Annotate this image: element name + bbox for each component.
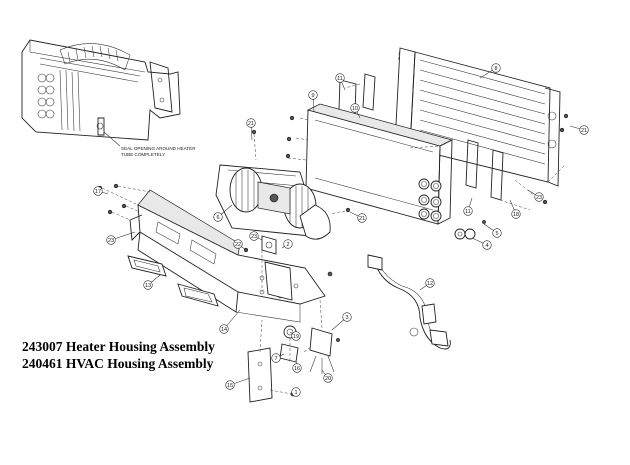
- callout-label: 4: [485, 243, 488, 249]
- callout-label: 11: [465, 209, 471, 215]
- inset-note-line-2: TUBE COMPLETELY: [121, 152, 165, 157]
- callout-label: 13: [145, 283, 151, 289]
- wiring-harness: [367, 254, 451, 350]
- title-block: 243007 Heater Housing Assembly 240461 HV…: [22, 338, 215, 372]
- callout-21: 21: [349, 211, 367, 223]
- callout-21: 21: [569, 125, 589, 135]
- callout-label: 23: [536, 195, 542, 201]
- callout-label: 14: [221, 327, 227, 333]
- callout-label: 21: [581, 128, 587, 134]
- callout-label: 21: [248, 121, 254, 127]
- callout-12: 12: [419, 278, 435, 291]
- coil-fittings: [418, 178, 442, 222]
- blower-motor: [215, 164, 331, 240]
- callout-17: 17: [93, 186, 109, 196]
- callout-label: 19: [293, 334, 299, 340]
- callout-5: 5: [483, 223, 502, 238]
- callout-label: 23: [108, 238, 114, 244]
- callout-label: 8: [494, 66, 497, 72]
- callout-13: 13: [143, 274, 161, 290]
- callout-6: 6: [213, 204, 233, 222]
- callout-23: 23: [249, 231, 263, 241]
- callout-1: 1: [289, 387, 301, 397]
- callout-label: 22: [235, 242, 241, 248]
- callout-7: 7: [271, 353, 285, 363]
- callout-18: 18: [509, 199, 521, 219]
- callout-label: 12: [427, 281, 433, 287]
- callout-2: 2: [281, 239, 293, 249]
- inset-detail: SEAL OPENING AROUND HEATER TUBE COMPLETE…: [21, 39, 196, 157]
- inset-note-line-1: SEAL OPENING AROUND HEATER: [121, 146, 196, 151]
- callout-4: 4: [471, 237, 492, 250]
- callout-11: 11: [335, 73, 346, 91]
- callout-label: 3: [345, 315, 348, 321]
- callout-label: 5: [495, 231, 498, 237]
- callout-label: 6: [216, 215, 219, 221]
- callout-label: 21: [359, 216, 365, 222]
- title-hvac-housing: 240461 HVAC Housing Assembly: [22, 356, 214, 371]
- callout-label: 15: [227, 383, 233, 389]
- callout-22: 22: [233, 239, 247, 251]
- callout-label: 7: [274, 356, 277, 362]
- callout-label: 1: [294, 390, 297, 396]
- callout-label: 18: [513, 212, 519, 218]
- callout-10: 10: [350, 103, 361, 119]
- gaskets: [127, 255, 219, 307]
- callout-label: 17: [95, 189, 101, 195]
- callout-8: 8: [479, 63, 501, 79]
- callout-23: 23: [527, 189, 544, 202]
- heater-core-assembly: [285, 47, 569, 240]
- callout-3: 3: [331, 312, 352, 331]
- callout-21: 21: [246, 118, 256, 141]
- callout-15: 15: [225, 377, 251, 390]
- callout-14: 14: [219, 309, 241, 334]
- callout-9: 9: [308, 90, 318, 113]
- callout-19: 19: [289, 331, 301, 341]
- callout-label: 2: [286, 242, 289, 248]
- callout-label: 20: [325, 376, 331, 382]
- title-heater-housing: 243007 Heater Housing Assembly: [22, 339, 215, 354]
- small-parts: [243, 235, 340, 374]
- base-housing: [129, 189, 326, 323]
- callout-23: 23: [106, 231, 136, 245]
- callout-label: 16: [294, 366, 300, 372]
- callout-16: 16: [292, 359, 302, 373]
- callout-label: 9: [311, 93, 314, 99]
- callout-20: 20: [321, 369, 333, 383]
- callout-label: 23: [251, 234, 257, 240]
- callout-label: 11: [337, 76, 343, 82]
- callout-11: 11: [463, 197, 473, 216]
- callout-label: 10: [352, 106, 358, 112]
